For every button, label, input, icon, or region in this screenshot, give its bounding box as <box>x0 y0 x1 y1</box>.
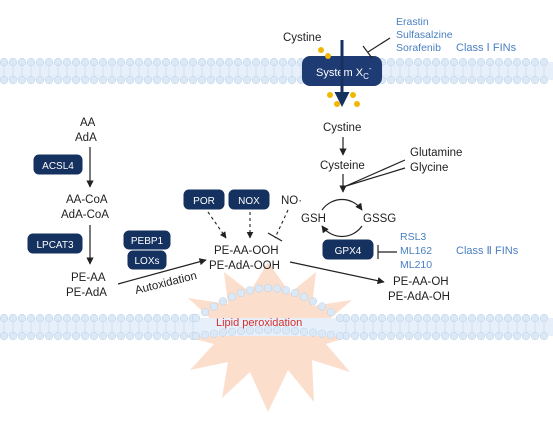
lipid-peroxidation-burst <box>168 262 372 412</box>
class1-inhibition <box>362 37 391 59</box>
no-radical-label: NO· <box>281 195 302 207</box>
gpx4-label: GPX4 <box>335 246 362 257</box>
cystine-in: Cystine <box>323 122 361 134</box>
pe-ada-ooh-label: PE-AdA-OOH <box>209 260 280 272</box>
class2-inhibition <box>377 245 397 259</box>
cysteine-label: Cysteine <box>320 160 365 172</box>
erastin-label: Erastin <box>396 16 429 28</box>
nox-box <box>228 189 270 210</box>
transporter-sub: C <box>363 72 369 81</box>
class1-fins-label: Class Ⅰ FINs <box>456 42 517 54</box>
gsh-label: GSH <box>301 213 326 225</box>
gsh-to-gssg-arrow <box>321 198 363 211</box>
gssg-to-gsh-arrow <box>321 225 363 238</box>
gssg-label: GSSG <box>363 213 396 225</box>
disrupted-membrane <box>191 283 345 341</box>
loxs-box <box>127 250 167 270</box>
cystine-out: Cystine <box>283 32 321 44</box>
glutamine-label: Glutamine <box>410 147 462 159</box>
upper-membrane <box>0 57 553 85</box>
ada-label: AdA <box>75 132 97 144</box>
sulfasalzine-label: Sulfasalzine <box>396 29 453 41</box>
lipid-peroxidation-label: Lipid peroxidation <box>216 317 302 329</box>
arrow-pe-ooh <box>117 258 207 285</box>
pe-ada-label: PE-AdA <box>66 287 107 299</box>
por-label: POR <box>193 196 215 207</box>
transporter-label: System X <box>316 67 364 79</box>
rsl3-label: RSL3 <box>400 231 426 243</box>
pe-aa-ooh-label: PE-AA-OOH <box>214 245 279 257</box>
gpx4-box <box>322 239 374 260</box>
nox-label: NOX <box>238 196 260 207</box>
lpcat3-box <box>27 233 83 254</box>
acsl4-box <box>33 154 83 175</box>
pe-aa-label: PE-AA <box>71 272 106 284</box>
arrow-cysteine-gsh <box>339 159 406 193</box>
por-box <box>183 189 225 210</box>
lpcat3-label: LPCAT3 <box>36 240 73 251</box>
no-inhibition-bar <box>267 232 283 242</box>
cystine-dots <box>318 47 360 107</box>
autoxidation-label: Autoxidation <box>134 270 198 297</box>
aa-coa-label: AA-CoA <box>66 194 108 206</box>
sorafenib-label: Sorafenib <box>396 42 441 54</box>
pebp1-box <box>123 230 171 250</box>
aa-label: AA <box>80 117 96 129</box>
loxs-label: LOXs <box>134 256 159 267</box>
lower-membrane <box>0 313 553 341</box>
class2-fins-label: Class Ⅱ FINs <box>456 245 519 257</box>
dashed-activation-arrows <box>207 209 289 239</box>
transporter-sup: - <box>369 64 372 73</box>
glycine-label: Glycine <box>410 162 448 174</box>
pe-aa-oh-label: PE-AA-OH <box>393 276 449 288</box>
pe-ada-oh-label: PE-AdA-OH <box>388 291 450 303</box>
pebp1-label: PEBP1 <box>131 236 164 247</box>
ml210-label: ML210 <box>400 259 432 271</box>
ml162-label: ML162 <box>400 245 432 257</box>
arrow-ooh-oh <box>289 261 385 285</box>
ada-coa-label: AdA-CoA <box>61 209 109 221</box>
acsl4-label: ACSL4 <box>42 161 74 172</box>
svg-text:System XC-: System XC- <box>316 64 372 81</box>
